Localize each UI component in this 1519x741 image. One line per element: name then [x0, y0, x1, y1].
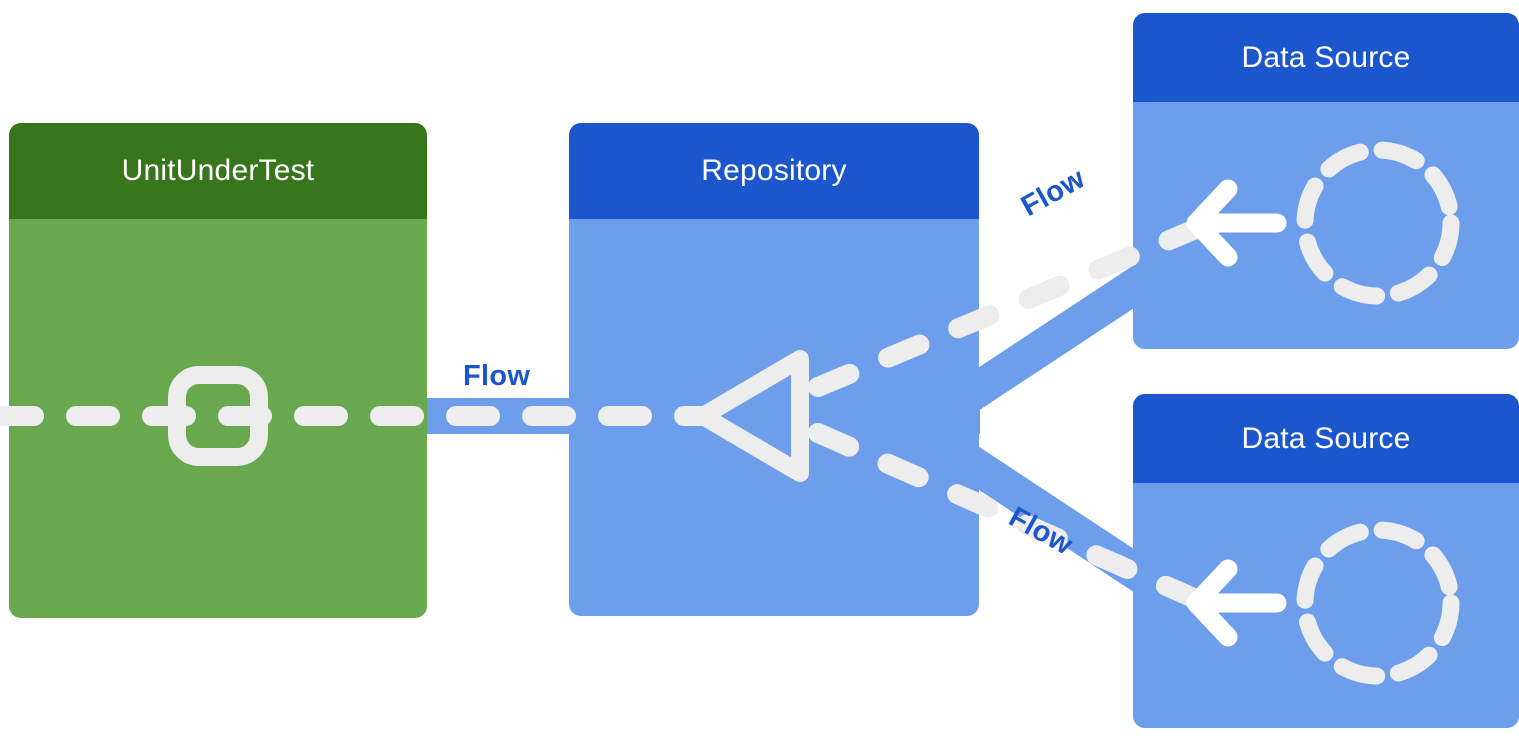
node-unit-under-test-label: UnitUnderTest	[121, 154, 315, 187]
node-data-source-bottom[interactable]: Data Source	[1133, 394, 1519, 728]
node-repository[interactable]: Repository	[569, 123, 979, 616]
node-data-source-bottom-header: Data Source	[1133, 394, 1519, 483]
node-data-source-top-body	[1133, 102, 1519, 349]
node-repository-header: Repository	[569, 123, 979, 219]
node-unit-under-test-header: UnitUnderTest	[9, 123, 427, 219]
node-data-source-top[interactable]: Data Source	[1133, 13, 1519, 349]
node-repository-body	[569, 219, 979, 616]
flow-label-main: Flow	[463, 360, 531, 392]
node-repository-label: Repository	[701, 154, 847, 187]
node-unit-under-test[interactable]: UnitUnderTest	[9, 123, 427, 618]
node-data-source-bottom-body	[1133, 483, 1519, 728]
node-unit-under-test-body	[9, 219, 427, 618]
node-data-source-bottom-label: Data Source	[1241, 421, 1411, 455]
node-data-source-top-label: Data Source	[1241, 40, 1411, 74]
node-data-source-top-header: Data Source	[1133, 13, 1519, 102]
